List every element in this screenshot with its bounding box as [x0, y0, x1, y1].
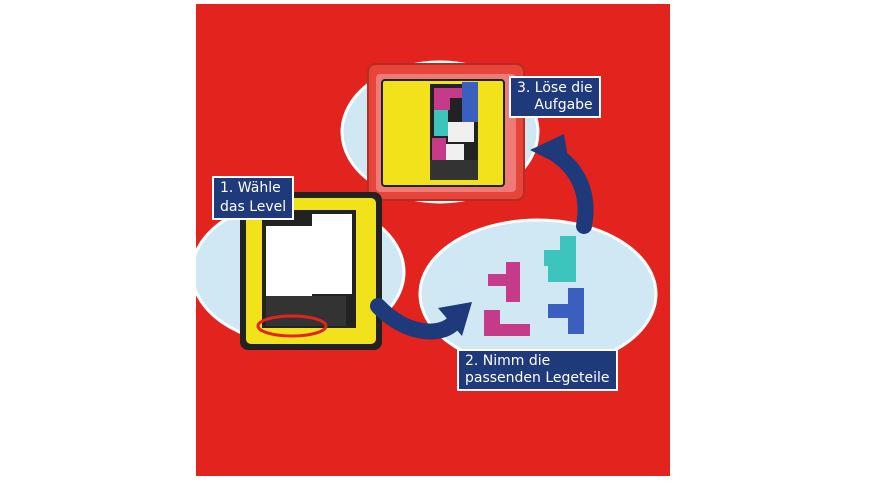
level-card	[240, 192, 382, 350]
step-3-line-2: Aufgabe	[534, 97, 593, 113]
arrow-2-to-3	[530, 134, 594, 234]
game-case	[367, 63, 525, 201]
step-3-line-1: 3. Löse die	[517, 80, 593, 96]
step-2-line-2: passenden Legeteile	[465, 370, 610, 386]
step-2-label: 2. Nimm die passenden Legeteile	[457, 349, 618, 391]
step-2-line-1: 2. Nimm die	[465, 353, 551, 369]
step-3-label: 3. Löse die Aufgabe	[509, 76, 601, 118]
puzzle-pieces	[484, 236, 584, 336]
arrow-1-to-2	[370, 298, 472, 340]
illustration	[196, 60, 658, 370]
step-1-label: 1. Wähle das Level	[212, 176, 295, 220]
step-1-line-2: das Level	[220, 199, 287, 215]
instruction-panel: 1. Wähle das Level 2. Nimm die passenden…	[196, 4, 670, 476]
bubble-step-2	[418, 218, 658, 370]
step-1-line-1: 1. Wähle	[220, 180, 281, 196]
